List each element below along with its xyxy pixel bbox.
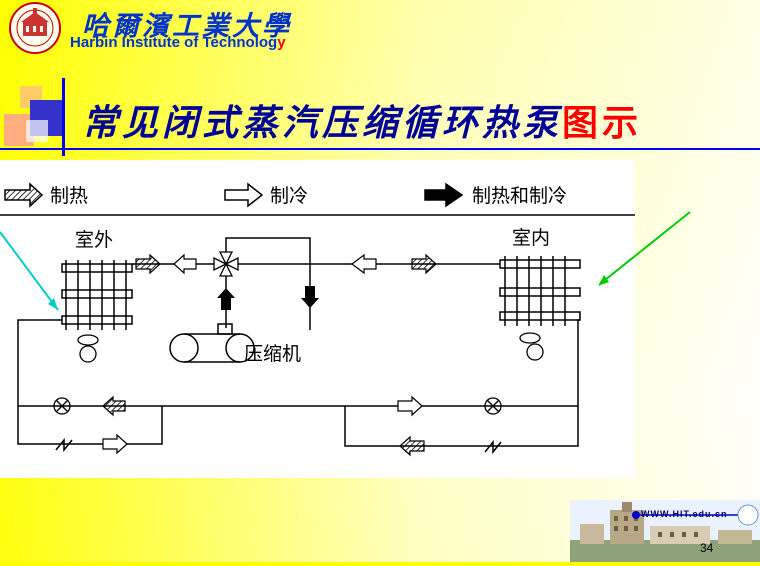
outer-pipe [17, 319, 580, 447]
footer-url: WWW.HIT.edu.cn [641, 509, 728, 519]
reversing-valve-icon [213, 251, 239, 277]
page-number: 34 [700, 541, 714, 555]
indoor-coil [499, 256, 581, 326]
heating-arrow-icon [399, 435, 425, 457]
heating-arrow-icon [4, 182, 44, 208]
outdoor-coil [61, 260, 133, 330]
top-pipe [132, 237, 500, 330]
header: 哈爾濱工業大學 Harbin Institute of Technology [0, 0, 330, 58]
slide-title-main: 常见闭式蒸汽压缩循环热泵 [82, 102, 563, 144]
cooling-arrow-icon [102, 433, 128, 455]
logo-chinese-name: 哈爾濱工業大學 [82, 11, 292, 42]
title-vertical-rule [62, 78, 65, 156]
campus-photo-icon [570, 500, 760, 562]
expansion-valve-icon [53, 397, 502, 415]
both-arrow-icon [424, 182, 464, 208]
outdoor-fan-icon [77, 334, 99, 363]
heat-pump-diagram-svg: 制热 制冷 制热和制冷 室外 室内 [0, 182, 635, 457]
heating-arrow-icon [135, 253, 161, 275]
both-arrow-icon [301, 286, 319, 308]
indoor-fan-icon [519, 332, 544, 361]
cooling-arrow-icon [173, 253, 197, 275]
heat-pump-diagram: 制热 制冷 制热和制冷 室外 室内 [0, 160, 635, 478]
heating-arrow-icon [102, 395, 126, 417]
cooling-arrow-icon [397, 395, 423, 417]
campus-footer-image [570, 500, 760, 562]
legend-cooling: 制冷 [224, 182, 308, 208]
both-arrow-icon [217, 288, 235, 310]
heating-arrow-icon [411, 253, 437, 275]
legend-heating-label: 制热 [50, 185, 88, 207]
logo-english-last: y [277, 34, 286, 51]
outdoor-label: 室外 [75, 229, 113, 251]
logo-english-name: Harbin Institute of Technology [70, 34, 286, 51]
legend-both: 制热和制冷 [424, 182, 567, 208]
title-row: 常见闭式蒸汽压缩循环热泵图示 [0, 60, 760, 160]
check-valve-icon [55, 437, 502, 455]
legend-both-label: 制热和制冷 [472, 185, 567, 207]
cooling-arrow-icon [351, 253, 377, 275]
compressor-label: 压缩机 [244, 343, 301, 365]
university-emblem-icon [9, 2, 61, 54]
decorative-squares [4, 86, 62, 146]
legend-heating: 制热 [4, 182, 88, 208]
slide-title: 常见闭式蒸汽压缩循环热泵图示 [82, 94, 642, 146]
cooling-arrow-icon [224, 182, 264, 208]
indoor-label: 室内 [512, 227, 550, 249]
logo-english-main: Harbin Institute of Technolog [70, 34, 278, 51]
title-horizontal-rule [0, 148, 760, 150]
slide-title-tail: 图示 [562, 103, 643, 144]
compressor-icon [169, 323, 255, 363]
legend-cooling-label: 制冷 [270, 185, 308, 207]
